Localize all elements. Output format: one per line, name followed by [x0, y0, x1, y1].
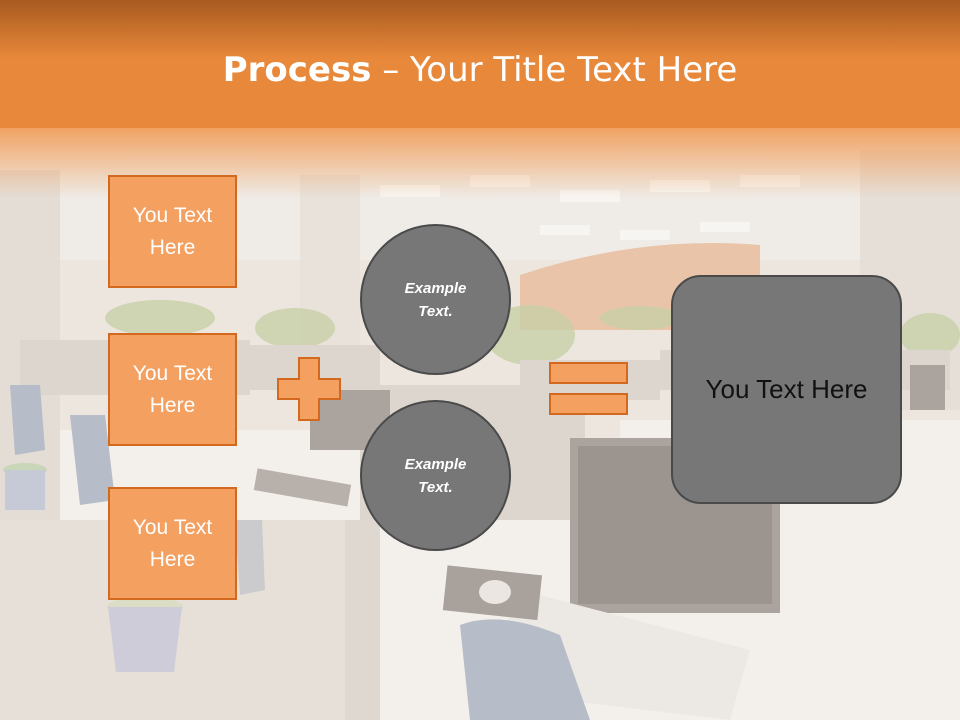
example-circle-2-label: Example Text. [404, 455, 467, 496]
example-circle-1[interactable]: Example Text. [360, 224, 511, 375]
text-box-1[interactable]: You Text Here [108, 175, 237, 288]
text-box-3-label: You Text Here [132, 515, 213, 571]
text-box-3[interactable]: You Text Here [108, 487, 237, 600]
result-box[interactable]: You Text Here [671, 275, 902, 504]
text-box-2-label: You Text Here [132, 361, 213, 417]
equals-icon [549, 362, 628, 415]
example-circle-2[interactable]: Example Text. [360, 400, 511, 551]
text-box-1-label: You Text Here [132, 203, 213, 259]
text-box-2[interactable]: You Text Here [108, 333, 237, 446]
slide-title: Process – Your Title Text Here [0, 50, 960, 90]
title-bold: Process [222, 50, 372, 90]
result-box-label: You Text Here [705, 374, 868, 404]
plus-icon [277, 357, 341, 421]
title-rest: – Your Title Text Here [371, 50, 738, 90]
example-circle-1-label: Example Text. [404, 279, 467, 320]
